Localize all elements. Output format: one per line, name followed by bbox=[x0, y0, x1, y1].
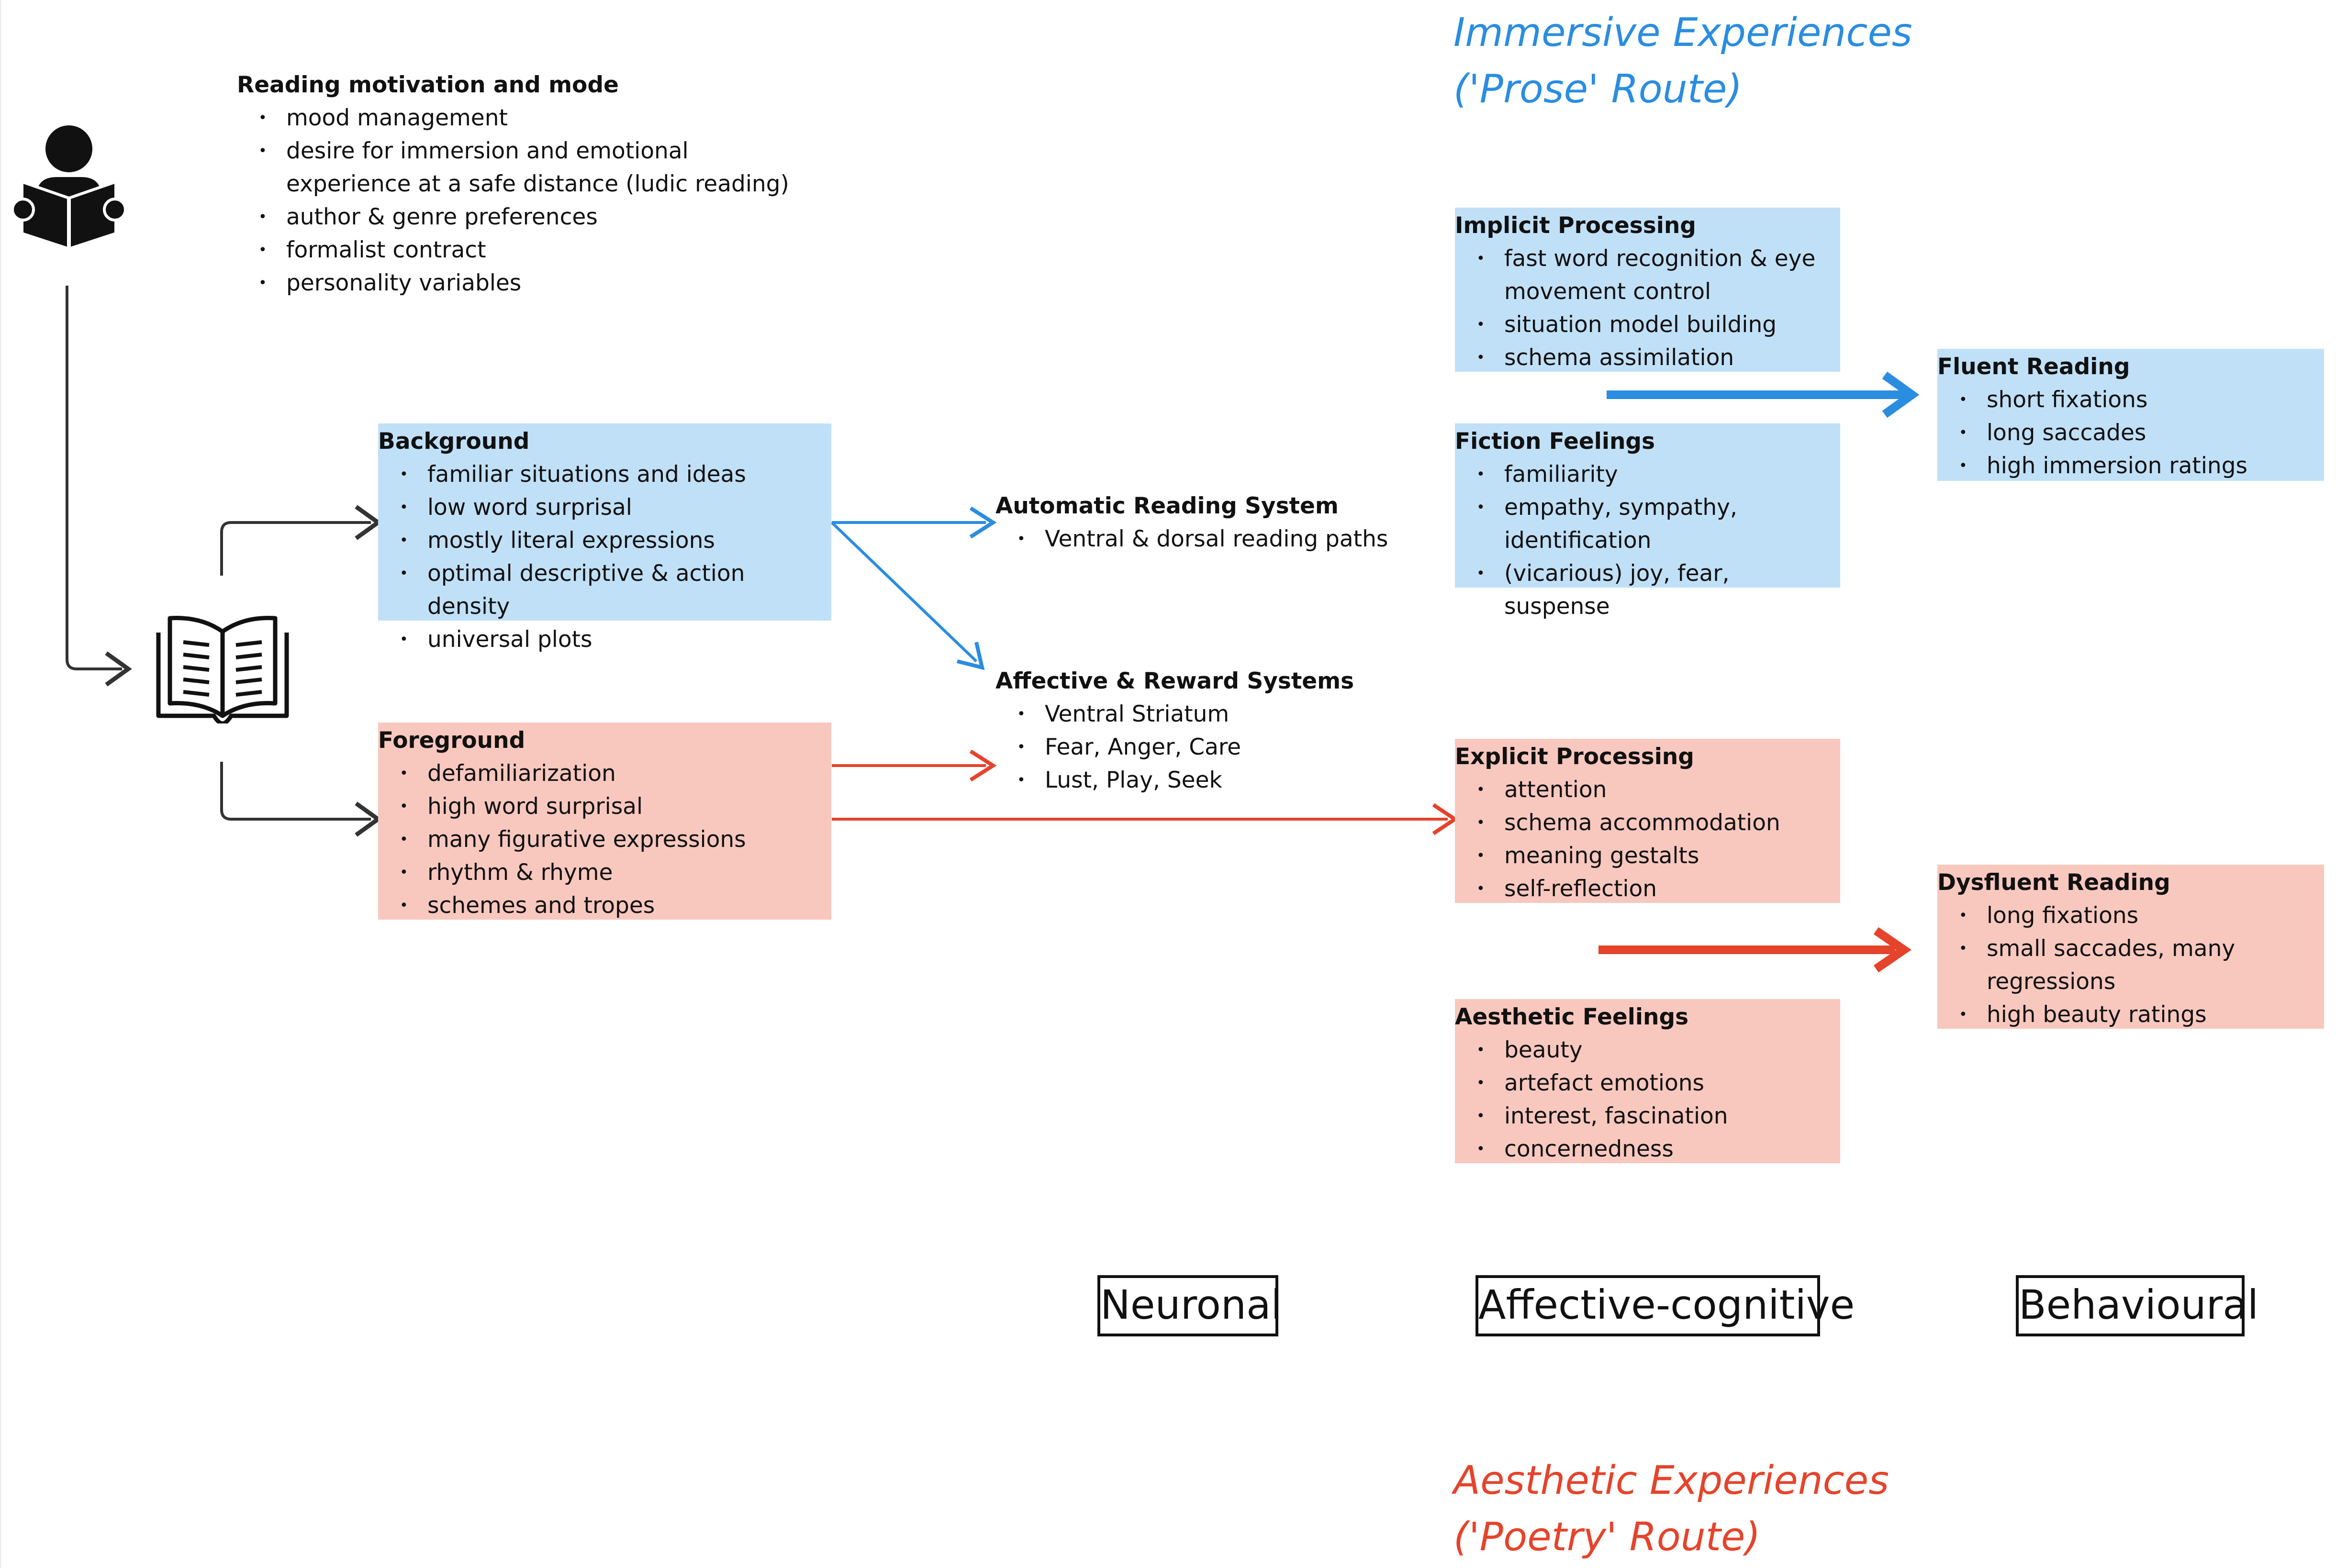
list-item: situation model building bbox=[1455, 308, 1840, 341]
aesthetic-route-line1: Aesthetic Experiences bbox=[1453, 1458, 1889, 1503]
explicit-processing-list: attention schema accommodation meaning g… bbox=[1455, 773, 1840, 905]
foreground-to-explicit-arrow bbox=[832, 803, 1459, 835]
level-affective-cognitive-label: Affective-cognitive bbox=[1475, 1275, 1855, 1336]
list-item: empathy, sympathy, bbox=[1455, 491, 1840, 524]
list-item: (vicarious) joy, fear, suspense bbox=[1455, 557, 1840, 623]
background-box: Background familiar situations and ideas… bbox=[378, 423, 831, 656]
list-item: high beauty ratings bbox=[1937, 998, 2324, 1031]
affective-reward-block: Affective & Reward Systems Ventral Stria… bbox=[995, 665, 1426, 797]
list-item: artefact emotions bbox=[1455, 1067, 1840, 1100]
immersive-route-line2: ('Prose' Route) bbox=[1453, 67, 1743, 112]
fiction-feelings-title: Fiction Feelings bbox=[1455, 428, 1655, 455]
explicit-processing-box: Explicit Processing attention schema acc… bbox=[1455, 739, 1840, 905]
list-item: concernedness bbox=[1455, 1133, 1840, 1166]
list-item: personality variables bbox=[237, 267, 811, 300]
list-item: mood management bbox=[237, 101, 811, 134]
book-to-foreground-arrow bbox=[220, 762, 382, 837]
list-item: universal plots bbox=[378, 623, 831, 656]
list-item: formalist contract bbox=[237, 234, 811, 267]
immersive-route-title: Immersive Experiences ('Prose' Route) bbox=[1453, 5, 1912, 118]
list-item: defamiliarization bbox=[378, 757, 831, 790]
automatic-reading-title: Automatic Reading System bbox=[995, 493, 1339, 519]
list-item: small saccades, many bbox=[1937, 932, 2324, 965]
aesthetic-route-line2: ('Poetry' Route) bbox=[1453, 1514, 1761, 1560]
list-item: Lust, Play, Seek bbox=[995, 764, 1426, 797]
affective-reward-title: Affective & Reward Systems bbox=[995, 668, 1354, 694]
dysfluent-reading-list: long fixations small saccades, many regr… bbox=[1937, 899, 2324, 1031]
reading-motivation-block: Reading motivation and mode mood managem… bbox=[237, 69, 811, 300]
list-item: regressions bbox=[1987, 968, 2116, 995]
list-item: mostly literal expressions bbox=[378, 524, 831, 557]
list-item: familiar situations and ideas bbox=[378, 458, 831, 491]
background-to-affective-arrow bbox=[830, 521, 985, 670]
implicit-processing-box: Implicit Processing fast word recognitio… bbox=[1455, 208, 1840, 374]
aesthetic-route-arrow bbox=[1598, 927, 1911, 973]
automatic-reading-block: Automatic Reading System Ventral & dorsa… bbox=[995, 490, 1426, 556]
background-title: Background bbox=[378, 428, 530, 455]
reading-motivation-title: Reading motivation and mode bbox=[237, 72, 619, 98]
foreground-to-affective-arrow bbox=[832, 749, 997, 782]
automatic-reading-list: Ventral & dorsal reading paths bbox=[995, 523, 1426, 556]
left-border-line bbox=[0, 0, 1, 1568]
level-neuronal-label: Neuronal bbox=[1097, 1275, 1282, 1336]
background-to-automatic-arrow bbox=[832, 506, 997, 539]
list-item: optimal descriptive & action density bbox=[378, 557, 831, 623]
list-item: Fear, Anger, Care bbox=[995, 731, 1426, 764]
reader-to-book-arrow bbox=[66, 286, 132, 687]
dysfluent-reading-title: Dysfluent Reading bbox=[1937, 869, 2170, 896]
list-item: self-reflection bbox=[1455, 872, 1840, 905]
foreground-box: Foreground defamiliarization high word s… bbox=[378, 723, 831, 922]
list-item: schema assimilation bbox=[1455, 341, 1840, 374]
aesthetic-feelings-title: Aesthetic Feelings bbox=[1455, 1004, 1689, 1030]
immersive-route-line1: Immersive Experiences bbox=[1453, 10, 1912, 56]
list-item: Ventral & dorsal reading paths bbox=[995, 523, 1426, 556]
list-item: long fixations bbox=[1937, 899, 2324, 932]
implicit-processing-title: Implicit Processing bbox=[1455, 212, 1696, 239]
level-behavioural-label: Behavioural bbox=[2016, 1275, 2258, 1336]
list-item: schemes and tropes bbox=[378, 889, 831, 922]
list-item: schema accommodation bbox=[1455, 806, 1840, 839]
list-item: many figurative expressions bbox=[378, 823, 831, 856]
person-reading-icon bbox=[13, 125, 124, 249]
list-item: meaning gestalts bbox=[1455, 839, 1840, 872]
open-book-icon bbox=[156, 616, 289, 723]
list-item: low word surprisal bbox=[378, 491, 831, 524]
fiction-feelings-list: familiarity empathy, sympathy, identific… bbox=[1455, 458, 1840, 623]
aesthetic-route-title: Aesthetic Experiences ('Poetry' Route) bbox=[1453, 1453, 1889, 1566]
list-item: experience at a safe distance (ludic rea… bbox=[286, 171, 789, 197]
reading-motivation-list: mood management desire for immersion and… bbox=[237, 101, 811, 300]
list-item: author & genre preferences bbox=[237, 200, 811, 234]
list-item: rhythm & rhyme bbox=[378, 856, 831, 889]
aesthetic-feelings-list: beauty artefact emotions interest, fasci… bbox=[1455, 1034, 1840, 1166]
list-item: identification bbox=[1504, 527, 1652, 554]
fluent-reading-list: short fixations long saccades high immer… bbox=[1937, 383, 2324, 482]
dysfluent-reading-box: Dysfluent Reading long fixations small s… bbox=[1937, 865, 2324, 1031]
implicit-processing-list: fast word recognition & eye movement con… bbox=[1455, 242, 1840, 374]
background-list: familiar situations and ideas low word s… bbox=[378, 458, 831, 656]
immersive-route-arrow bbox=[1607, 371, 1920, 418]
list-item: high word surprisal bbox=[378, 790, 831, 823]
fluent-reading-box: Fluent Reading short fixations long sacc… bbox=[1937, 349, 2324, 482]
list-item: short fixations bbox=[1937, 383, 2324, 416]
foreground-list: defamiliarization high word surprisal ma… bbox=[378, 757, 831, 922]
aesthetic-feelings-box: Aesthetic Feelings beauty artefact emoti… bbox=[1455, 999, 1840, 1166]
list-item: interest, fascination bbox=[1455, 1100, 1840, 1133]
book-to-background-arrow bbox=[220, 505, 382, 576]
fiction-feelings-box: Fiction Feelings familiarity empathy, sy… bbox=[1455, 423, 1840, 620]
fluent-reading-title: Fluent Reading bbox=[1937, 354, 2130, 380]
list-item: beauty bbox=[1455, 1034, 1840, 1067]
list-item: Ventral Striatum bbox=[995, 698, 1426, 731]
explicit-processing-title: Explicit Processing bbox=[1455, 744, 1694, 770]
list-item: attention bbox=[1455, 773, 1840, 806]
list-item: movement control bbox=[1504, 278, 1711, 305]
foreground-title: Foreground bbox=[378, 727, 525, 754]
list-item: familiarity bbox=[1455, 458, 1840, 491]
list-item: high immersion ratings bbox=[1937, 449, 2324, 482]
list-item: long saccades bbox=[1937, 416, 2324, 449]
affective-reward-list: Ventral Striatum Fear, Anger, Care Lust,… bbox=[995, 698, 1426, 797]
list-item: fast word recognition & eye bbox=[1455, 242, 1840, 275]
list-item: desire for immersion and emotional bbox=[237, 134, 811, 167]
